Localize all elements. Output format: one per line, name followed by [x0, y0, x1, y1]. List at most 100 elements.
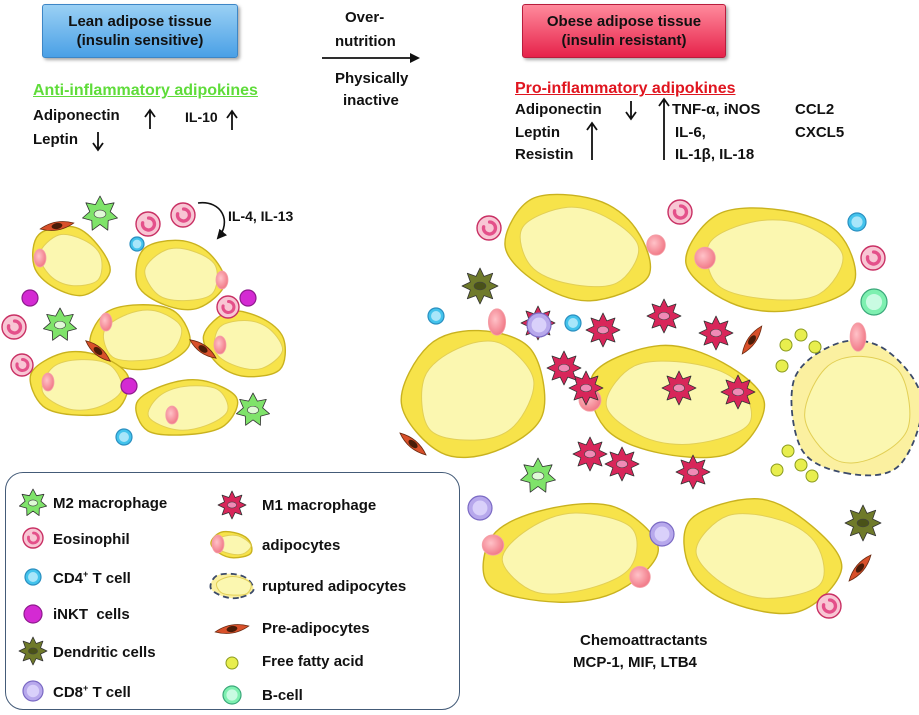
cell-nucleus	[673, 383, 685, 393]
cell-nucleus	[175, 207, 192, 223]
lipid-droplet	[706, 219, 844, 301]
obese-tissue-header: Obese adipose tissue (insulin resistant)	[522, 4, 726, 58]
cell-body	[22, 527, 44, 549]
cell-nucleus	[247, 405, 259, 415]
b-cell-icon	[860, 288, 888, 316]
preadipocyte-icon	[85, 340, 111, 362]
adipocyte	[135, 379, 239, 436]
up-arrow-icon	[658, 97, 670, 160]
cell-nucleus	[28, 499, 38, 507]
cell-nucleus	[28, 647, 38, 655]
adipocyte	[629, 498, 843, 615]
adipocyte-nucleus	[211, 534, 225, 554]
lipid-droplet	[215, 576, 252, 596]
m1-macrophage-icon	[661, 370, 697, 406]
free-fatty-acid-icon	[794, 328, 808, 342]
legend-m2-icon	[19, 488, 47, 516]
cell-inner	[132, 239, 142, 249]
cell-body	[120, 377, 138, 395]
eosinophil-icon	[22, 527, 44, 549]
eosinophil-icon	[170, 202, 196, 228]
lean-leptin-label: Leptin	[33, 131, 78, 148]
cell-inner	[119, 432, 129, 442]
adipocyte	[685, 207, 857, 313]
free-fatty-acid-icon	[225, 656, 239, 670]
cell-inner	[531, 317, 547, 333]
adipocyte-nucleus	[41, 372, 55, 392]
cell-inner	[865, 293, 883, 311]
inkt-cell-icon	[239, 289, 257, 307]
down-arrow-icon	[92, 132, 104, 152]
legend-cd4-sup: +	[83, 569, 89, 579]
legend-ruptured-label: ruptured adipocytes	[262, 578, 407, 595]
cell-nucleus	[597, 325, 609, 335]
transition-line2: nutrition	[335, 33, 396, 50]
obese-tnf-label: TNF-α, iNOS	[672, 101, 761, 118]
adipocyte-nucleus	[849, 322, 867, 352]
free-fatty-acid-icon	[794, 458, 808, 472]
lean-header-line1: Lean adipose tissue	[68, 13, 212, 30]
eosinophil-icon	[476, 215, 502, 241]
adipocyte-nucleus	[215, 270, 229, 290]
free-fatty-acid-icon	[770, 463, 784, 477]
eosinophil-icon	[135, 211, 161, 237]
eosinophil-icon	[860, 245, 886, 271]
transition-line1: Over-	[345, 9, 385, 26]
legend-inkt-icon	[23, 604, 43, 624]
cell-body	[23, 604, 43, 624]
m1-macrophage-icon	[646, 298, 682, 334]
legend-eosinophil-label: Eosinophil	[53, 531, 130, 548]
cell-nucleus	[748, 335, 756, 345]
cell-nucleus	[580, 383, 592, 393]
lean-adipokine-arrows	[92, 108, 238, 152]
cell-nucleus	[473, 281, 487, 291]
free-fatty-acid-icon	[779, 338, 793, 352]
adipocyte-nucleus	[99, 312, 113, 332]
legend-cd4-suffix: T cell	[88, 570, 131, 587]
lipid-droplet	[38, 233, 103, 287]
cell-nucleus	[6, 319, 23, 335]
preadipocyte-icon	[741, 325, 763, 355]
m1-macrophage-icon	[698, 315, 734, 351]
adipocyte-nucleus	[213, 335, 227, 355]
lean-cytokines-label: IL-4, IL-13	[228, 208, 294, 224]
obese-header-line2: (insulin resistant)	[561, 32, 687, 49]
inkt-cell-icon	[120, 377, 138, 395]
legend-cd8-icon	[22, 680, 44, 702]
cell-nucleus	[855, 563, 865, 573]
cd4-t-cell-icon	[847, 212, 867, 232]
cell-nucleus	[198, 345, 208, 353]
m1-macrophage-icon	[568, 370, 604, 406]
lipid-droplet	[144, 247, 218, 302]
lipid-droplet	[501, 512, 638, 595]
preadipocyte-icon	[214, 624, 250, 634]
transition-line4: inactive	[343, 92, 399, 109]
cell-body	[10, 353, 34, 377]
legend-cd4-icon	[24, 568, 42, 586]
cell-nucleus	[140, 216, 157, 232]
legend-cd4-name: CD4	[53, 570, 84, 587]
cell-nucleus	[732, 387, 744, 397]
adipocyte-nucleus	[165, 405, 179, 425]
legend-cd4-label: CD4+ T cell	[53, 569, 131, 587]
adipocyte-nucleus	[487, 308, 507, 336]
cd4-t-cell-icon	[564, 314, 582, 332]
m2-macrophage-icon	[43, 307, 77, 341]
cell-nucleus	[54, 320, 66, 330]
cell-body	[1, 314, 27, 340]
cell-inner	[431, 311, 441, 321]
lipid-droplet	[804, 355, 911, 464]
cell-body	[21, 289, 39, 307]
cell-inner	[851, 216, 863, 228]
legend-ffa-label: Free fatty acid	[262, 653, 364, 670]
cell-nucleus	[584, 449, 596, 459]
legend-bcell-label: B-cell	[262, 687, 303, 704]
legend-cd8-name: CD8	[53, 684, 84, 701]
cell-body	[216, 295, 240, 319]
eosinophil-icon	[816, 593, 842, 619]
obese-leptin-label: Leptin	[515, 124, 560, 141]
adipocyte	[32, 225, 111, 297]
cell-body	[476, 215, 502, 241]
legend-m1-icon	[217, 490, 247, 520]
